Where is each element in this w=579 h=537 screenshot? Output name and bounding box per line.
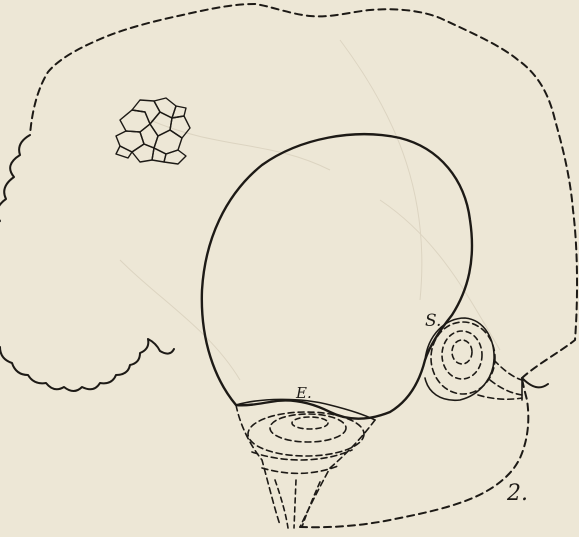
outer-wavy-edge — [0, 135, 174, 391]
main-cavity-outline — [202, 134, 472, 419]
label-s: S. — [425, 311, 441, 331]
outer-outline-dashed — [30, 4, 577, 378]
lower-right-outline-dashed — [300, 378, 528, 527]
right-lobe-edge — [522, 378, 548, 387]
paper-texture — [120, 40, 500, 380]
label-e: E. — [295, 384, 312, 402]
figure-number: 2. — [506, 481, 528, 506]
